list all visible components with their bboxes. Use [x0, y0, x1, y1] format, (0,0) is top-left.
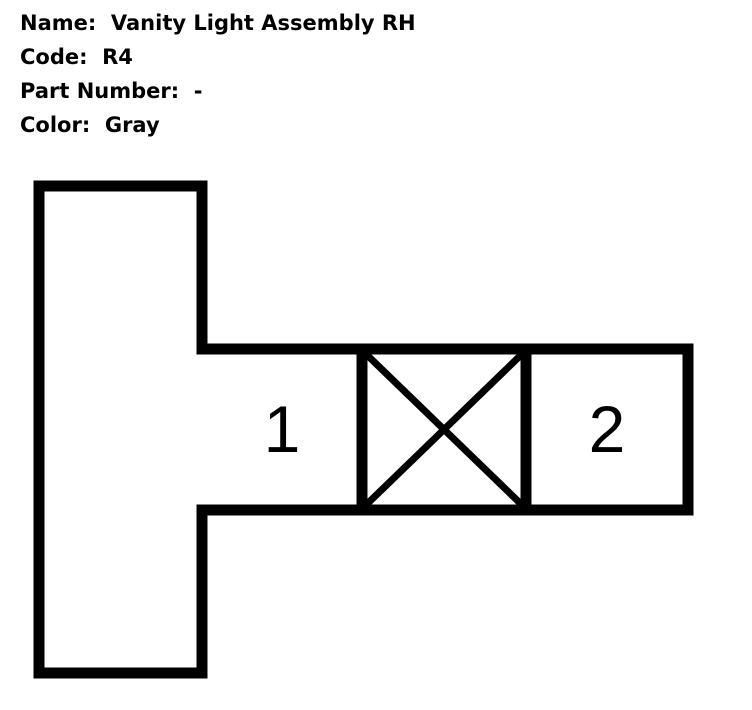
- empty-cavity-x: [363, 351, 525, 508]
- empty-cavity-x-line-2: [363, 351, 525, 508]
- color-value: Gray: [104, 113, 160, 137]
- color-row: Color: Gray: [20, 108, 416, 142]
- connector-info: Name: Vanity Light Assembly RH Code: R4 …: [20, 6, 416, 142]
- name-value: Vanity Light Assembly RH: [110, 11, 416, 35]
- part-number-label: Part Number:: [20, 79, 180, 103]
- name-label: Name:: [20, 11, 97, 35]
- name-row: Name: Vanity Light Assembly RH: [20, 6, 416, 40]
- connector-body-outline: [33, 180, 694, 679]
- code-row: Code: R4: [20, 40, 416, 74]
- code-label: Code:: [20, 45, 88, 69]
- color-label: Color:: [20, 113, 91, 137]
- code-value: R4: [102, 45, 133, 69]
- part-number-row: Part Number: -: [20, 74, 416, 108]
- part-number-value: -: [193, 79, 203, 103]
- pin-2-label: 2: [589, 392, 626, 466]
- pin-1-label: 1: [264, 392, 301, 466]
